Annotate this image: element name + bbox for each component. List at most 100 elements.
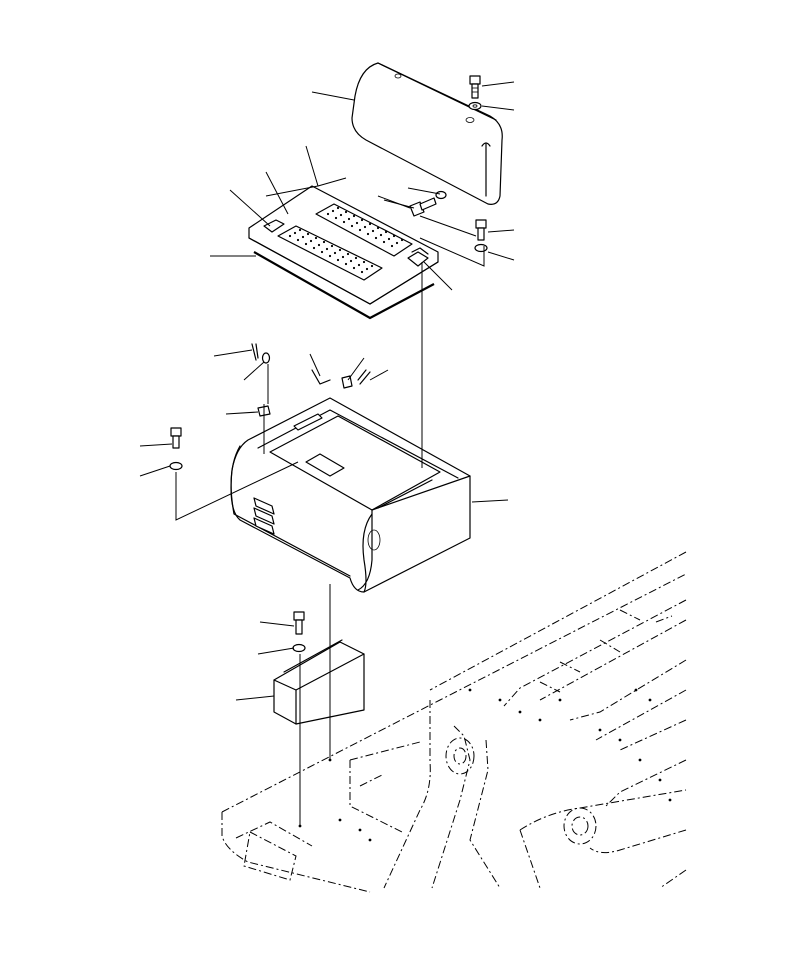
perforation-dot — [376, 226, 380, 230]
perforation-dot — [384, 230, 388, 234]
perforation-dot — [339, 213, 343, 217]
perforation-dot — [346, 252, 350, 256]
vent-label — [263, 219, 285, 233]
perforation-dot — [362, 260, 366, 264]
perforation-dot — [322, 240, 326, 244]
bolt-left — [170, 427, 182, 449]
frame-hole — [468, 688, 472, 692]
perforation-dot — [390, 244, 394, 248]
perforation-dot — [304, 242, 308, 246]
bolt-lower — [293, 611, 305, 635]
perforation-dot — [334, 216, 338, 220]
perforation-dot — [368, 222, 372, 226]
washer-left — [169, 461, 183, 471]
perforation-dot — [400, 238, 404, 242]
bolt-top — [469, 75, 481, 99]
frame-hole — [648, 698, 652, 702]
frame-hole — [658, 778, 662, 782]
perforation-dot — [365, 267, 369, 271]
latch — [407, 247, 429, 267]
perforation-dot — [357, 263, 361, 267]
perforation-dot — [312, 246, 316, 250]
frame-hole — [618, 738, 622, 742]
perforation-dot — [354, 256, 358, 260]
perforation-dot — [382, 240, 386, 244]
perforation-dot — [320, 250, 324, 254]
frame-hole — [558, 698, 562, 702]
frame-hole — [668, 798, 672, 802]
bracket — [273, 639, 365, 725]
machine-frame — [221, 551, 687, 893]
perforation-dot — [333, 251, 337, 255]
perforation-dot — [358, 228, 362, 232]
perforation-dot — [338, 248, 342, 252]
perforation-dot — [314, 236, 318, 240]
perforation-dot — [387, 237, 391, 241]
perforation-dot — [301, 235, 305, 239]
perforation-dot — [350, 224, 354, 228]
perforation-dot — [370, 264, 374, 268]
assembly-lines — [175, 195, 485, 826]
perforation-dot — [330, 244, 334, 248]
frame-hole — [338, 818, 342, 822]
frame-hole — [368, 838, 372, 842]
washer-top — [468, 101, 482, 111]
perforation-dot — [379, 233, 383, 237]
washer-mid — [435, 190, 447, 200]
perforation-dot — [360, 270, 364, 274]
washer-lower — [292, 643, 306, 653]
callout-leaders — [139, 81, 515, 701]
frame-hole — [634, 688, 638, 692]
holder-left — [261, 352, 271, 364]
perforation-dot — [298, 228, 302, 232]
perforation-dot — [342, 220, 346, 224]
perforation-dot — [360, 218, 364, 222]
perforation-dot — [325, 247, 329, 251]
bolt-right — [475, 219, 487, 241]
perforation-dot — [341, 255, 345, 259]
perforation-dot — [366, 232, 370, 236]
gasket — [253, 251, 435, 320]
perforation-dots — [288, 206, 404, 274]
perforation-dot — [363, 225, 367, 229]
cover-plate — [248, 185, 439, 305]
perforation-dot — [352, 266, 356, 270]
washer-right — [474, 243, 488, 253]
perforation-dot — [352, 214, 356, 218]
spring-pin — [251, 343, 259, 361]
perforation-dot — [344, 262, 348, 266]
nut — [341, 375, 353, 389]
frame-hole — [598, 728, 602, 732]
perforation-dot — [349, 259, 353, 263]
perforation-dot — [288, 234, 292, 238]
perforation-dot — [344, 210, 348, 214]
tool-box — [230, 397, 471, 593]
rod — [311, 369, 331, 385]
frame-hole — [498, 698, 502, 702]
perforation-dot — [331, 209, 335, 213]
perforation-dot — [355, 221, 359, 225]
clip-right — [357, 369, 371, 385]
perforation-dot — [374, 236, 378, 240]
perforation-dot — [309, 239, 313, 243]
perforation-dot — [328, 254, 332, 258]
perforation-dot — [326, 212, 330, 216]
frame-hole — [538, 718, 542, 722]
perforation-dot — [293, 231, 297, 235]
perforation-dot — [296, 238, 300, 242]
perforation-dot — [395, 241, 399, 245]
pin-bolt — [409, 197, 437, 217]
perforation-dot — [306, 232, 310, 236]
perforation-dot — [371, 229, 375, 233]
perforation-dot — [336, 206, 340, 210]
perforation-dot — [336, 258, 340, 262]
perforation-dot — [317, 243, 321, 247]
frame-hole — [358, 828, 362, 832]
perforation-dot — [347, 217, 351, 221]
frame-hole — [518, 710, 522, 714]
frame-hole — [638, 758, 642, 762]
cushion — [351, 62, 503, 205]
perforation-dot — [392, 234, 396, 238]
